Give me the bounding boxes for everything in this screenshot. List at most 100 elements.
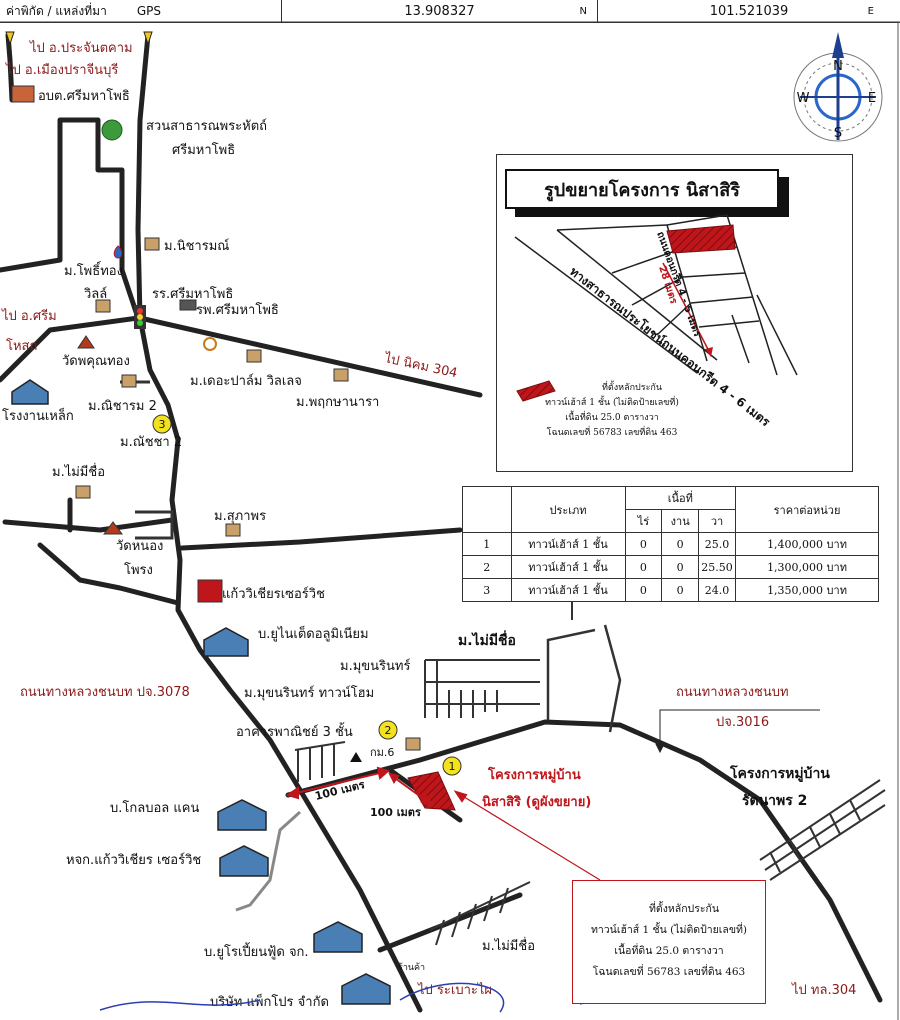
inset-title: รูปขยายโครงการ นิสาสิริ bbox=[505, 169, 779, 209]
park-tree-icon bbox=[101, 119, 123, 141]
housing-block-south bbox=[429, 881, 531, 946]
lat-suffix: N bbox=[579, 5, 587, 17]
inset-legend: ที่ตั้งหลักประกัน ทาวน์เฮ้าส์ 1 ชั้น (ไม… bbox=[527, 381, 697, 441]
lng-suffix: E bbox=[867, 5, 874, 17]
lat-cell: 13.908327 N bbox=[282, 0, 598, 22]
factory-icon bbox=[341, 973, 391, 1005]
school-icon bbox=[179, 299, 197, 311]
marker-2: 2 bbox=[378, 720, 398, 740]
label-globalcan: บ.โกลบอล แคน bbox=[110, 800, 199, 816]
label-shop: ร้านค้า bbox=[398, 962, 425, 973]
label-obt: อบต.ศรีมหาโพธิ bbox=[38, 88, 130, 104]
price-table: ประเภท เนื้อที่ ราคาต่อหน่วย ไร่ งาน วา … bbox=[462, 486, 879, 602]
label-m-phothong-1: ม.โพธิ์ทอง bbox=[64, 261, 123, 279]
road3016-pointer bbox=[655, 709, 820, 754]
row-wa: 24.0 bbox=[698, 578, 737, 602]
row-rai: 0 bbox=[624, 532, 663, 556]
coord-label: ค่าพิกัด / แหล่งที่มา bbox=[6, 3, 107, 18]
label-wat-nongphong-1: วัดหนอง bbox=[116, 539, 163, 554]
label-rattanaphon-2: รัตนาพร 2 bbox=[742, 793, 807, 809]
col-wa: วา bbox=[698, 509, 737, 533]
label-m-maimichue-1: ม.ไม่มีชื่อ bbox=[52, 463, 105, 480]
housing-block-rattanaphon bbox=[759, 779, 886, 881]
row-type: ทาวน์เฮ้าส์ 1 ชั้น bbox=[510, 532, 626, 556]
note-line-3: เนื้อที่ดิน 25.0 ตารางวา bbox=[614, 945, 724, 957]
inset-enlarged-plan: รูปขยายโครงการ นิสาสิริ ทางส bbox=[496, 154, 853, 472]
marker-3: 3 bbox=[152, 414, 172, 434]
housing-block-km6 bbox=[294, 741, 346, 782]
compass-w: W bbox=[797, 91, 810, 106]
inset-legend-swatch bbox=[516, 380, 556, 402]
note-line-4: โฉนดเลขที่ 56783 เลขที่ดิน 463 bbox=[592, 966, 746, 978]
coord-source-cell: ค่าพิกัด / แหล่งที่มา GPS bbox=[0, 0, 282, 22]
factory-icon bbox=[217, 799, 267, 831]
label-rattanaphon-1: โครงการหมู่บ้าน bbox=[729, 764, 830, 782]
row-price: 1,350,000 บาท bbox=[735, 578, 879, 602]
obt-building-icon bbox=[11, 85, 35, 103]
marker-2-label: 2 bbox=[385, 724, 392, 737]
col-type: ประเภท bbox=[510, 486, 626, 533]
row-rai: 0 bbox=[624, 555, 663, 579]
label-road3016-2: ปจ.3016 bbox=[716, 715, 769, 730]
label-wat-phukhunthong: วัดพคุณทอง bbox=[62, 354, 130, 369]
row-rai: 0 bbox=[624, 578, 663, 602]
note-line-2: ทาวน์เฮ้าส์ 1 ชั้น (ไม่ติดป้ายเลขที่) bbox=[590, 924, 748, 936]
label-kaewwichian: แก้ววิเชียรเซอร์วิช bbox=[222, 586, 325, 602]
label-m-nichcha2: ม.ณัชชา 2 bbox=[120, 435, 182, 450]
label-m-mukhonrin-townhome: ม.มุขนรินทร์ ทาวน์โฮม bbox=[244, 685, 374, 701]
label-project-2: นิสาสิริ (ดูผังขยาย) bbox=[482, 795, 591, 810]
north-arrows bbox=[5, 31, 153, 46]
table-row: 1 ทาวน์เฮ้าส์ 1 ชั้น 0 0 25.0 1,400,000 … bbox=[462, 532, 879, 556]
hospital-icon bbox=[203, 337, 217, 351]
inset-legend-3: เนื้อที่ดิน 25.0 ตารางวา bbox=[565, 413, 659, 423]
marker-1: 1 bbox=[442, 756, 462, 776]
label-road3016-1: ถนนทางหลวงชนบท bbox=[676, 685, 789, 700]
label-km6: กม.6 bbox=[370, 746, 394, 759]
house-icon bbox=[246, 349, 262, 363]
distance-arrows bbox=[285, 766, 601, 881]
table-row: 3 ทาวน์เฮ้าส์ 1 ชั้น 0 0 24.0 1,350,000 … bbox=[462, 578, 879, 602]
housing-block-north bbox=[424, 659, 540, 718]
temple-icon bbox=[77, 335, 95, 349]
label-m-phrukphanara: ม.พฤกษานารา bbox=[296, 395, 379, 410]
row-wa: 25.0 bbox=[698, 532, 737, 556]
row-ngan: 0 bbox=[661, 555, 700, 579]
north-arrow-icon bbox=[832, 32, 844, 58]
inset-plan-drawing: ทางสาธารณประโยชน์ถนนคอนกรีต 4 - 6 เมตร ถ… bbox=[514, 214, 798, 429]
temple-icon bbox=[103, 521, 123, 535]
marker-3-label: 3 bbox=[159, 418, 166, 431]
row-type: ทาวน์เฮ้าส์ 1 ชั้น bbox=[510, 578, 626, 602]
label-to-mueang-prachinburi: ไป อ.เมืองปราจีนบุรี bbox=[5, 62, 118, 78]
label-kaewwichian-2: หจก.แก้ววิเชียร เซอร์วิช bbox=[66, 852, 201, 868]
factory-icon bbox=[219, 845, 269, 877]
label-commercial: อาคารพาณิชย์ 3 ชั้น bbox=[236, 722, 353, 740]
gas-station-icon bbox=[113, 245, 123, 259]
house-icon bbox=[144, 237, 160, 251]
lat-value: 13.908327 bbox=[404, 3, 475, 19]
house-icon bbox=[75, 485, 91, 499]
row-wa: 25.50 bbox=[698, 555, 737, 579]
factory-icon bbox=[313, 921, 363, 953]
label-m-mukhonrin: ม.มุขนรินทร์ bbox=[340, 658, 410, 674]
label-park-1: สวนสาธารณพระหัตถ์ bbox=[146, 118, 267, 134]
row-no: 2 bbox=[462, 555, 512, 579]
label-project-1: โครงการหมู่บ้าน bbox=[487, 766, 581, 783]
label-unitedaluminium: บ.ยูไนเต็ดอลูมิเนียม bbox=[258, 624, 369, 642]
lng-value: 101.521039 bbox=[709, 3, 789, 19]
row-price: 1,300,000 บาท bbox=[735, 555, 879, 579]
label-school: รร.ศรีมหาโพธิ bbox=[152, 286, 233, 302]
label-m-nicharom2: ม.ณิชารม 2 bbox=[88, 399, 157, 414]
shrine-icon bbox=[350, 752, 362, 762]
factory-icon bbox=[11, 379, 49, 405]
house-icon bbox=[121, 374, 137, 388]
inset-legend-4: โฉนดเลขที่ 56783 เลขที่ดิน 463 bbox=[546, 428, 678, 438]
house-icon bbox=[405, 737, 421, 751]
collateral-note: ที่ตั้งหลักประกัน ทาวน์เฮ้าส์ 1 ชั้น (ไม… bbox=[572, 880, 766, 1004]
label-road3078: ถนนทางหลวงชนบท ปจ.3078 bbox=[20, 685, 190, 700]
row-no: 3 bbox=[462, 578, 512, 602]
coord-source: GPS bbox=[136, 4, 161, 18]
col-ngan: งาน bbox=[661, 509, 700, 533]
compass-e: E bbox=[868, 91, 876, 106]
label-steel-factory: โรงงานเหล็ก bbox=[2, 406, 74, 424]
